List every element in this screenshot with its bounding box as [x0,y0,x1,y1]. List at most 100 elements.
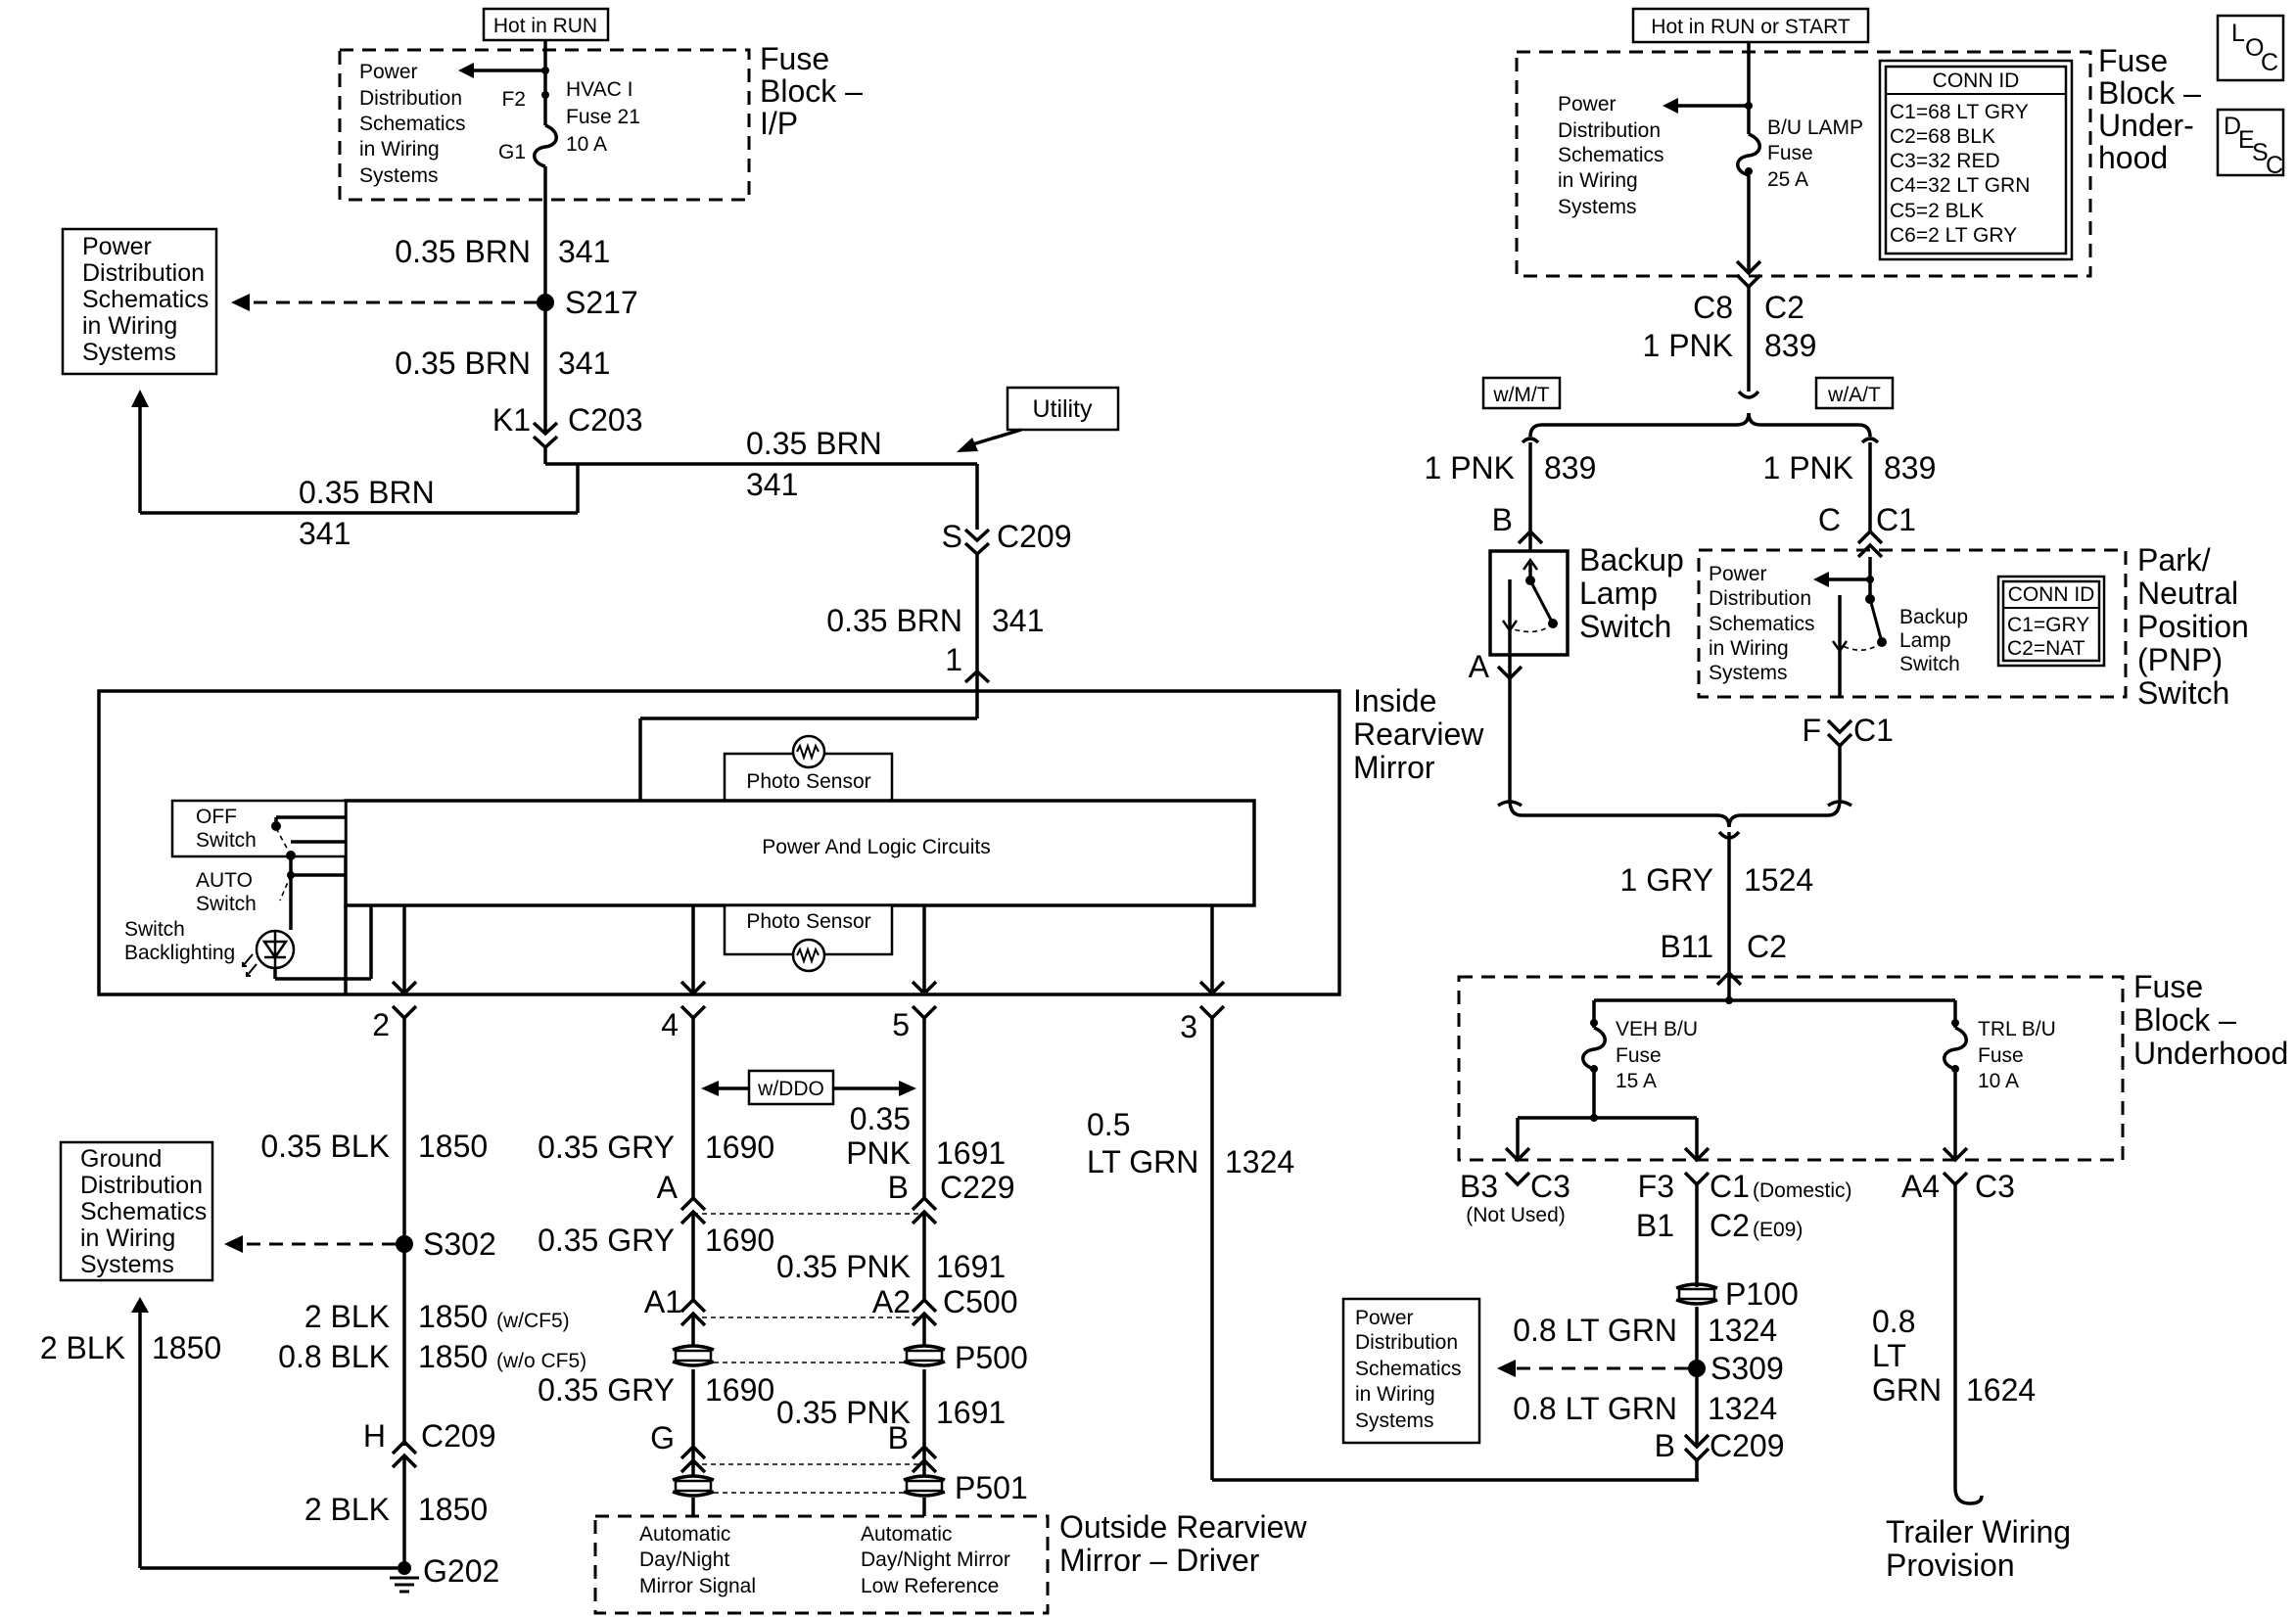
mirror-name3: Mirror [1353,750,1435,785]
pnp-conn-title: CONN ID [2008,583,2095,606]
ground-dist-line4: in Wiring [80,1224,175,1252]
c8-pin: C8 [1693,290,1733,325]
uh-conn-c4: C4=32 LT GRN [1890,174,2030,197]
w341-gauge-4: 0.35 BRN [826,603,962,638]
p500-label: P500 [955,1340,1028,1375]
outside-sig-2: Day/Night [639,1548,729,1571]
s217-label: S217 [565,285,638,320]
w1624-circuit: 1624 [1966,1372,2036,1408]
w1850-circuit-g: 1850 [152,1330,221,1365]
ground-dist-line3: Schematics [80,1198,207,1225]
bu-lamp-fuse-3: 25 A [1767,168,1808,191]
circuit-839: 1 PNK 839 w/M/T w/A/T 1 PNK 839 1 PNK 83… [1425,287,1936,559]
loc-icon[interactable]: L O C [2216,14,2285,82]
ground-dist-line1: Ground [80,1145,162,1173]
c209-b-pin: B [1655,1428,1675,1463]
mirror-pin-2: 2 [372,1007,390,1042]
w341-gauge-3: 0.35 BRN [746,426,882,461]
fuse-block-ip: Hot in RUN Power Distribution Schematics… [338,7,863,434]
fuse-block-uh-name2: Block – [2098,75,2201,111]
w1324-gauge-b2: 0.8 LT GRN [1513,1391,1677,1426]
desc-icon[interactable]: D E S C [2216,108,2285,179]
mirror-pin-4: 4 [661,1007,679,1042]
pnp-pds-1: Power [1709,563,1767,585]
backup-name2: Lamp [1579,576,1658,611]
w341-circuit-3: 341 [746,467,798,502]
c1-conn-dom: C1 [1710,1169,1750,1204]
c3-conn-b3: C3 [1530,1169,1570,1204]
bu-lamp-fuse-2: Fuse [1767,142,1813,164]
w839-circuit-2: 839 [1544,450,1596,485]
outside-rearview-mirror: Automatic Day/Night Mirror Signal Automa… [593,1509,1307,1615]
w341-circuit-5: 341 [299,516,351,551]
w1690-pin-a: A [657,1170,679,1205]
veh-fuse-3: 15 A [1616,1070,1657,1092]
pnp-conn-f: C1 [1853,713,1894,748]
circuit-1324: 0.5 LT GRN 1324 [1087,1018,1693,1482]
backup-pin-b: B [1492,502,1513,537]
fuse-block-ip-outline [338,48,751,202]
left-pds-line5: Systems [82,339,176,366]
backup-name1: Backup [1579,542,1684,578]
pnp-name5: Switch [2137,675,2229,711]
connector-p100 [1675,1282,1718,1306]
hvac-fuse-line3: 10 A [566,133,607,156]
circuit-341: 0.35 BRN 341 S217 0.35 BRN 341 K1 C203 0… [131,234,1120,697]
left-pds-line1: Power [82,233,152,260]
pnp-pds-4: in Wiring [1709,637,1789,660]
photo-sensor-bottom: Photo Sensor [746,910,870,933]
w839-circuit-1: 839 [1764,328,1816,363]
pds-lower-3: Schematics [1355,1358,1462,1380]
w1324-circuit-b1: 1324 [1708,1313,1777,1348]
mt-label: w/M/T [1492,384,1549,406]
backup-name3: Switch [1579,609,1671,644]
w341-circuit-2: 341 [558,346,610,381]
ground-dist-line2: Distribution [80,1172,203,1199]
fuse-uh2-name1: Fuse [2133,969,2203,1004]
w1324-gauge-1: 0.5 [1087,1107,1130,1142]
backlight-2: Backlighting [124,942,235,964]
fuse-block-uh-name3: Under- [2098,108,2194,143]
s302-label: S302 [423,1226,496,1262]
not-used-label: (Not Used) [1466,1204,1566,1226]
ip-pds-line5: Systems [359,164,439,187]
w341-gauge-5: 0.35 BRN [299,475,435,510]
w1850-circuit-c: 1850 [418,1339,488,1374]
desc-e: E [2238,126,2255,154]
left-pds-line4: in Wiring [82,312,177,340]
hot-in-run-label: Hot in RUN [493,15,597,37]
ip-pds-line2: Distribution [359,87,462,110]
uh-pds-line4: in Wiring [1558,169,1638,192]
pnp-name2: Neutral [2137,576,2238,611]
hvac-fuse-line2: Fuse 21 [566,106,640,128]
bu-lamp-fuse-1: B/U LAMP [1767,116,1863,139]
mirror-name2: Rearview [1353,716,1484,752]
desc-s: S [2252,139,2269,166]
off-switch-2: Switch [196,829,257,852]
veh-fuse-2: Fuse [1616,1044,1662,1067]
connector-p501 [672,1474,946,1498]
pnp-sw-1: Backup [1899,606,1968,628]
w1690-gauge-1: 0.35 GRY [538,1130,675,1165]
uh-pds-line5: Systems [1558,196,1637,218]
w341-circuit-1: 341 [558,234,610,269]
w1850-gauge-a: 0.35 BLK [260,1129,390,1164]
ip-pin-g1: G1 [498,141,526,163]
auto-switch-2: Switch [196,893,257,915]
mirror-name1: Inside [1353,683,1436,718]
uh-conn-title: CONN ID [1933,69,2020,92]
w839-gauge-2: 1 PNK [1425,450,1515,485]
off-switch-1: OFF [196,806,237,828]
b1-pin: B1 [1636,1208,1674,1243]
pnp-name4: (PNP) [2137,642,2223,677]
w839-gauge-1: 1 PNK [1643,328,1733,363]
at-label: w/A/T [1827,384,1881,406]
pnp-sw-3: Switch [1899,653,1960,675]
w1690-pin-a1: A1 [644,1284,682,1319]
circuits-1690-1691: w/DDO 0.35 GRY 1690 0.35 PNK 1691 A B C2… [538,1018,1028,1516]
circuit-1524: 1 GRY 1524 B11 C2 [1497,799,1852,1004]
veh-fuse-1: VEH B/U [1616,1018,1698,1040]
left-pds-line2: Distribution [82,259,205,287]
fuse-block-underhood: Hot in RUN or START Power Distribution S… [1515,7,2201,325]
utility-box [1006,386,1120,432]
